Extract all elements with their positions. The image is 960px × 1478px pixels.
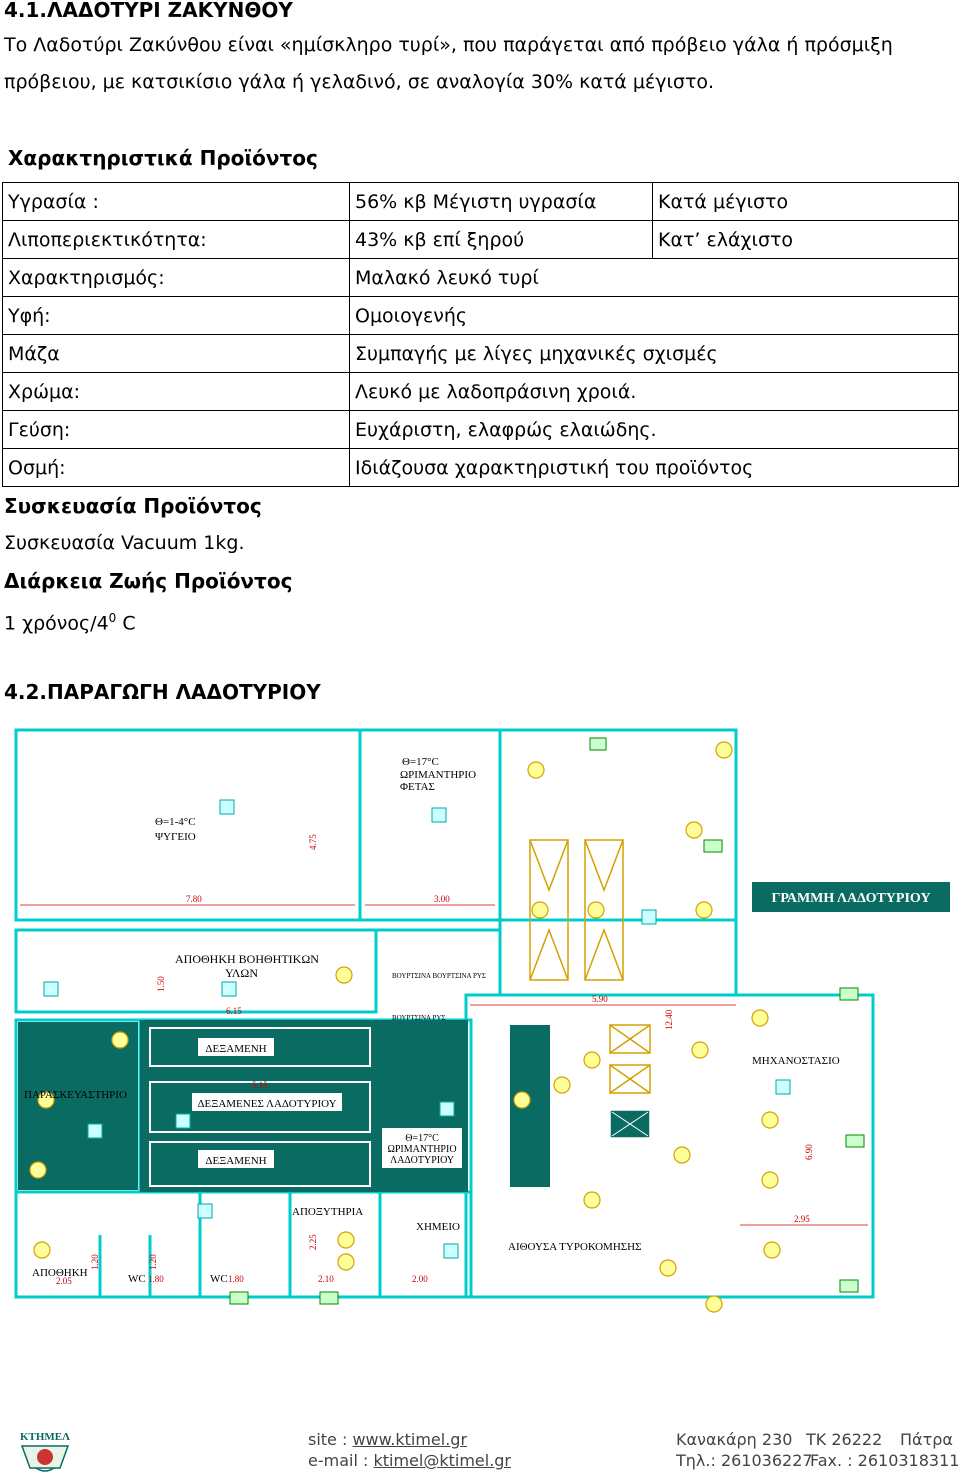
dryer-room-label: ΑΠΟΞΥΤΗΡΙΑ — [292, 1206, 363, 1218]
table-value-cell: Λευκό με λαδοπράσινη χροιά. — [349, 372, 959, 411]
logo-mark-icon: ΚΤΗΜΕΛ — [20, 1431, 70, 1472]
table-row: Υφή: Ομοιογενής — [2, 296, 959, 335]
ripen2-label-1: ΩΡΙΜΑΝΤΗΡΙΟ — [387, 1144, 456, 1155]
dimension-label: 2.25 — [308, 1234, 318, 1250]
storage-label-1: ΑΠΟΘΗΚΗ ΒΟΗΘΗΤΙΚΩΝ — [175, 952, 319, 966]
table-row: Οσμή: Ιδιάζουσα χαρακτηριστική του προϊό… — [2, 448, 959, 487]
table-row: Χρώμα: Λευκό με λαδοπράσινη χροιά. — [2, 372, 959, 411]
table-note-cell: Κατ’ ελάχιστο — [652, 220, 959, 259]
footer-postcode: ΤΚ 26222 — [806, 1430, 883, 1449]
shelf-life-text: 1 χρόνος/40 C — [4, 600, 136, 642]
fridge-temp-label: Θ=1-4°C — [155, 816, 196, 828]
dimension-label: 7.80 — [186, 894, 202, 904]
characteristics-heading: Χαρακτηριστικά Προϊόντος — [8, 146, 318, 170]
shelf-life-value: 1 χρόνος/4 — [4, 612, 109, 635]
dimension-label: 2.00 — [412, 1274, 428, 1284]
wc-label-1: WC — [128, 1273, 146, 1285]
site-link[interactable]: www.ktimel.gr — [352, 1430, 468, 1449]
tank-label-1: ΔΕΞΑΜΕΝΗ — [205, 1043, 266, 1055]
shelf-life-degree: 0 — [108, 611, 117, 625]
intro-text-line-2: πρόβειου, με κατσικίσιο γάλα ή γελαδινό,… — [4, 71, 715, 93]
table-row: Γεύση: Ευχάριστη, ελαφρώς ελαιώδης. — [2, 410, 959, 449]
table-value-cell: Ομοιογενής — [349, 296, 959, 335]
dimension-label: 3.00 — [434, 894, 450, 904]
lab-label: ΧΗΜΕΙΟ — [416, 1221, 460, 1233]
section-2-title: 4.2.ΠΑΡΑΓΩΓΗ ΛΑΔΟΤΥΡΙΟΥ — [4, 680, 321, 704]
section-title: 4.1.ΛΑΔΟΤΥΡΙ ΖΑΚΥΝΘΟΥ — [4, 0, 293, 22]
wc-label-2: WC — [210, 1273, 228, 1285]
table-row: Υγρασία : 56% κβ Μέγιστη υγρασία Κατά μέ… — [2, 182, 959, 221]
production-line-label: ΓΡΑΜΜΗ ΛΑΔΟΤΥΡΙΟΥ — [771, 891, 930, 906]
small-note-1: ΒΟΥΡΤΣΙΝΑ ΒΟΥΡΤΣΙΝΑ ΡΥΣ — [392, 972, 486, 980]
table-value-cell: Ευχάριστη, ελαφρώς ελαιώδης. — [349, 410, 959, 449]
storage-label-2: ΥΛΩΝ — [225, 966, 258, 980]
table-value-cell: 43% κβ επί ξηρού — [349, 220, 653, 259]
fridge-label: ΨΥΓΕΙΟ — [155, 831, 196, 843]
table-label-cell: Χρώμα: — [2, 372, 350, 411]
dimension-label: 12.40 — [664, 1009, 674, 1030]
small-note-2: ΒΟΥΡΤΣΙΝΑ ΡΥΣ — [392, 1014, 446, 1022]
dimension-label: 5.90 — [592, 994, 608, 1004]
tank-label-2: ΔΕΞΑΜΕΝΕΣ ΛΑΔΟΤΥΡΙΟΥ — [197, 1098, 336, 1110]
table-row: Μάζα Συμπαγής με λίγες μηχανικές σχισμές — [2, 334, 959, 373]
ripen-label-2: ΦΕΤΑΣ — [400, 781, 435, 793]
company-logo: ΚΤΗΜΕΛ — [14, 1428, 76, 1474]
table-row: Χαρακτηρισμός: Μαλακό λευκό τυρί — [2, 258, 959, 297]
floor-plan: ΓΡΑΜΜΗ ΛΑΔΟΤΥΡΙΟΥ Θ=1-4°C ΨΥΓΕΙΟ Θ=17°C … — [14, 728, 950, 1313]
shelf-life-unit: C — [116, 612, 136, 635]
dimension-label: 1.80 — [228, 1274, 244, 1284]
ripen2-temp-label: Θ=17°C — [405, 1133, 439, 1144]
dimension-label: 6.90 — [804, 1144, 814, 1160]
dimension-label: 1.80 — [148, 1274, 164, 1284]
dimension-label: 4.75 — [308, 834, 318, 850]
svg-text:ΚΤΗΜΕΛ: ΚΤΗΜΕΛ — [20, 1431, 70, 1443]
dimension-label: 2.05 — [56, 1276, 72, 1286]
ripen-label-1: ΩΡΙΜΑΝΤΗΡΙΟ — [400, 769, 476, 781]
engine-room-label: ΜΗΧΑΝΟΣΤΑΣΙΟ — [752, 1055, 840, 1067]
ripen-temp-label: Θ=17°C — [402, 756, 439, 768]
cheese-hall-label: ΑΙΘΟΥΣΑ ΤΥΡΟΚΟΜΗΣΗΣ — [508, 1241, 642, 1253]
packaging-text: Συσκευασία Vacuum 1kg. — [4, 532, 245, 554]
site-label: site : — [308, 1430, 353, 1449]
table-value-cell: Ιδιάζουσα χαρακτηριστική του προϊόντος — [349, 448, 959, 487]
table-label-cell: Οσμή: — [2, 448, 350, 487]
table-label-cell: Γεύση: — [2, 410, 350, 449]
table-note-cell: Κατά μέγιστο — [652, 182, 959, 221]
dimension-label: 5.15 — [252, 1080, 268, 1090]
email-label: e-mail : — [308, 1451, 374, 1470]
shelf-life-heading: Διάρκεια Ζωής Προϊόντος — [4, 569, 293, 593]
ripen2-label-2: ΛΑΔΟΤΥΡΙΟΥ — [390, 1155, 454, 1166]
table-label-cell: Υφή: — [2, 296, 350, 335]
intro-text-line-1: Το Λαδοτύρι Ζακύνθου είναι «ημίσκληρο τυ… — [4, 34, 893, 56]
dimension-label: 1.20 — [148, 1254, 158, 1270]
table-label-cell: Υγρασία : — [2, 182, 350, 221]
dimension-label: 6.15 — [226, 1006, 242, 1016]
email-link[interactable]: ktimel@ktimel.gr — [373, 1451, 512, 1470]
dimension-label: 1.50 — [156, 976, 166, 992]
tank-label-3: ΔΕΞΑΜΕΝΗ — [205, 1155, 266, 1167]
footer-address: Κανακάρη 230 — [676, 1430, 793, 1449]
table-label-cell: Λιποπεριεκτικότητα: — [2, 220, 350, 259]
footer-phone: Τηλ.: 261036227 — [676, 1451, 813, 1470]
table-value-cell: Συμπαγής με λίγες μηχανικές σχισμές — [349, 334, 959, 373]
footer-city: Πάτρα — [900, 1430, 953, 1449]
dimension-label: 2.10 — [318, 1274, 334, 1284]
packaging-heading: Συσκευασία Προϊόντος — [4, 494, 262, 518]
table-value-cell: 56% κβ Μέγιστη υγρασία — [349, 182, 653, 221]
table-row: Λιποπεριεκτικότητα: 43% κβ επί ξηρού Κατ… — [2, 220, 959, 259]
dimension-label: 1.20 — [90, 1254, 100, 1270]
dimension-label: 2.95 — [794, 1214, 810, 1224]
characteristics-table: Υγρασία : 56% κβ Μέγιστη υγρασία Κατά μέ… — [2, 182, 959, 487]
table-value-cell: Μαλακό λευκό τυρί — [349, 258, 959, 297]
footer-fax: Fax. : 2610318311 — [810, 1451, 960, 1470]
store-label: ΑΠΟΘΗΚΗ — [32, 1267, 88, 1279]
table-label-cell: Μάζα — [2, 334, 350, 373]
footer-site: site : www.ktimel.gr — [308, 1430, 467, 1449]
prep-room-label: ΠΑΡΑΣΚΕΥΑΣΤΗΡΙΟ — [24, 1089, 127, 1101]
footer-email: e-mail : ktimel@ktimel.gr — [308, 1451, 511, 1470]
table-label-cell: Χαρακτηρισμός: — [2, 258, 350, 297]
